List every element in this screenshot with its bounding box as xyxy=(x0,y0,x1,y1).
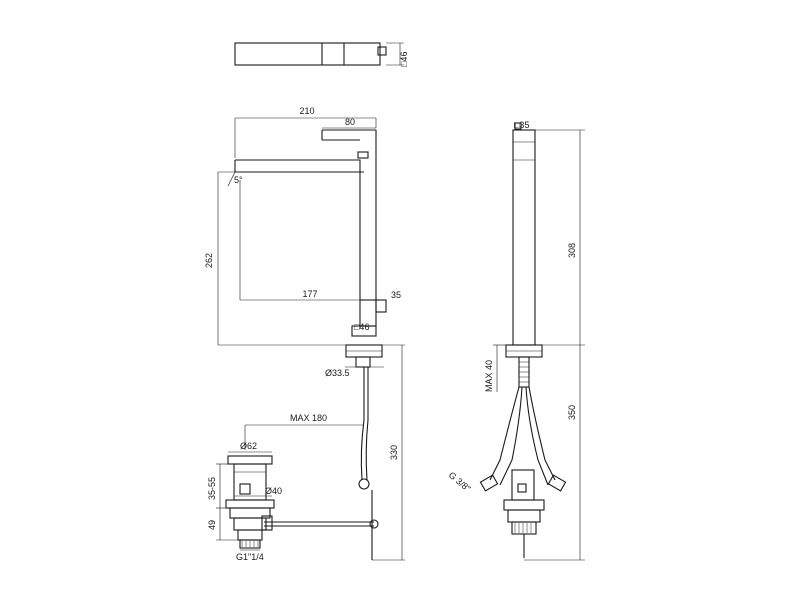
side-view: □35 308 MAX 40 G 3/8" xyxy=(447,120,585,561)
top-view: □46 xyxy=(234,42,409,67)
dim-rod-max: MAX 180 xyxy=(290,413,327,423)
dim-side-top-square: □35 xyxy=(514,120,529,130)
pop-up-waste: Ø62 35-55 Ø40 49 G1"1/4 xyxy=(207,441,282,562)
dim-hose-thread: G 3/8" xyxy=(447,470,473,494)
front-view: 210 80 5° 262 177 35 □46 Ø33.5 MAX 180 xyxy=(204,106,405,561)
dim-waste-thread: G1"1/4 xyxy=(236,552,264,562)
dim-outlet-size: 35 xyxy=(391,290,401,300)
dim-height-spout: 262 xyxy=(204,253,214,268)
dim-waste-range: 35-55 xyxy=(207,477,217,500)
dim-waste-bottom: 49 xyxy=(207,520,217,530)
dim-top-square: □46 xyxy=(399,52,409,67)
dim-base-square: □46 xyxy=(354,322,369,332)
dim-angle: 5° xyxy=(234,175,243,185)
dim-max-thickness: MAX 40 xyxy=(484,360,494,392)
dim-waste-body: Ø40 xyxy=(265,486,282,496)
dim-side-height: 308 xyxy=(567,243,577,258)
dim-hole-diameter: Ø33.5 xyxy=(325,368,350,378)
dim-lever-length: 80 xyxy=(345,117,355,127)
dim-spout-length: 210 xyxy=(299,106,314,116)
dim-hose-length: 350 xyxy=(567,405,577,420)
dim-outlet-offset: 177 xyxy=(302,289,317,299)
dim-waste-diameter: Ø62 xyxy=(240,441,257,451)
dim-rod-height: 330 xyxy=(389,445,399,460)
